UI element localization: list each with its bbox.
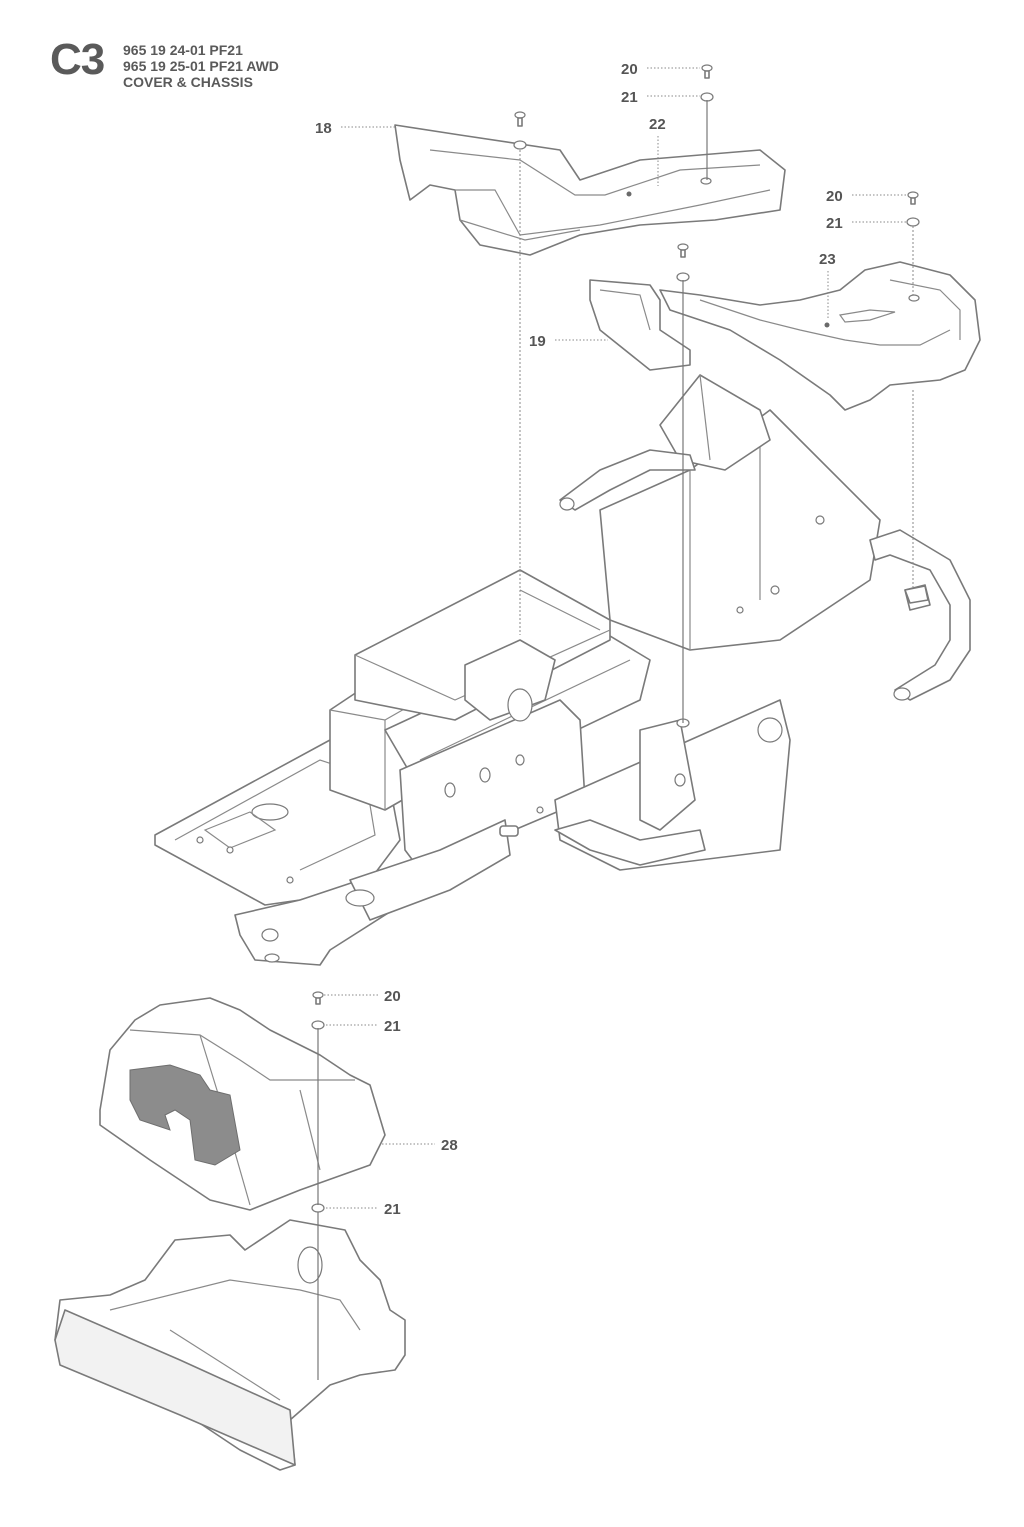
chassis-axle-plate <box>639 719 696 831</box>
washer-21b-icon <box>906 217 920 227</box>
screw-head-icon <box>514 111 526 119</box>
callout-21-lower: 21 <box>384 1201 401 1218</box>
section-code: C3 <box>50 35 105 84</box>
callout-21-hood: 21 <box>384 1018 401 1035</box>
screw-20c-icon <box>312 991 324 999</box>
callout-28: 28 <box>441 1137 458 1154</box>
callout-23: 23 <box>819 251 836 268</box>
screw-20b-icon <box>907 191 919 199</box>
chassis-frame <box>154 374 971 966</box>
callout-21-right: 21 <box>826 215 843 232</box>
washer-21c-icon <box>311 1020 325 1030</box>
part-23-fender <box>659 261 981 411</box>
part-18-fender <box>394 124 786 256</box>
washer-icon <box>513 140 527 150</box>
part-22-marker <box>626 191 632 197</box>
chassis-left-tube <box>559 449 696 511</box>
part-28-hood <box>99 997 386 1211</box>
hood-support-frame <box>54 1219 406 1471</box>
assembly-axes <box>317 100 914 1380</box>
callout-20-top: 20 <box>621 61 638 78</box>
header-lines: 965 19 24-01 PF21 965 19 25-01 PF21 AWD … <box>123 42 279 90</box>
callout-20-hood: 20 <box>384 988 401 1005</box>
callout-19: 19 <box>529 333 546 350</box>
callout-18: 18 <box>315 120 332 137</box>
callout-20-right: 20 <box>826 188 843 205</box>
screw-20-icon <box>701 64 713 72</box>
chassis-side-plate <box>349 819 511 921</box>
chassis-axle-pin <box>499 825 519 837</box>
header-line-model-2: 965 19 25-01 PF21 AWD <box>123 58 279 74</box>
chassis-cross-tube <box>464 639 556 721</box>
chassis-axle-arm <box>554 819 706 866</box>
chassis-right-tube <box>869 529 971 701</box>
hood-grille <box>129 1064 241 1166</box>
hood-frame-front-bumper <box>54 1309 296 1466</box>
header-line-title: COVER & CHASSIS <box>123 74 253 90</box>
callout-22: 22 <box>649 116 666 133</box>
fasteners <box>311 64 929 1213</box>
part-19-dash-panel <box>589 279 691 371</box>
screw-center-icon <box>677 243 689 251</box>
washer-center-icon <box>676 272 690 282</box>
washer-21d-icon <box>311 1203 325 1213</box>
header-line-model-1: 965 19 24-01 PF21 <box>123 42 243 58</box>
callout-21-top: 21 <box>621 89 638 106</box>
callouts: 18 22 20 21 20 21 23 19 20 21 28 21 <box>315 61 906 1218</box>
washer-21-icon <box>700 92 714 102</box>
